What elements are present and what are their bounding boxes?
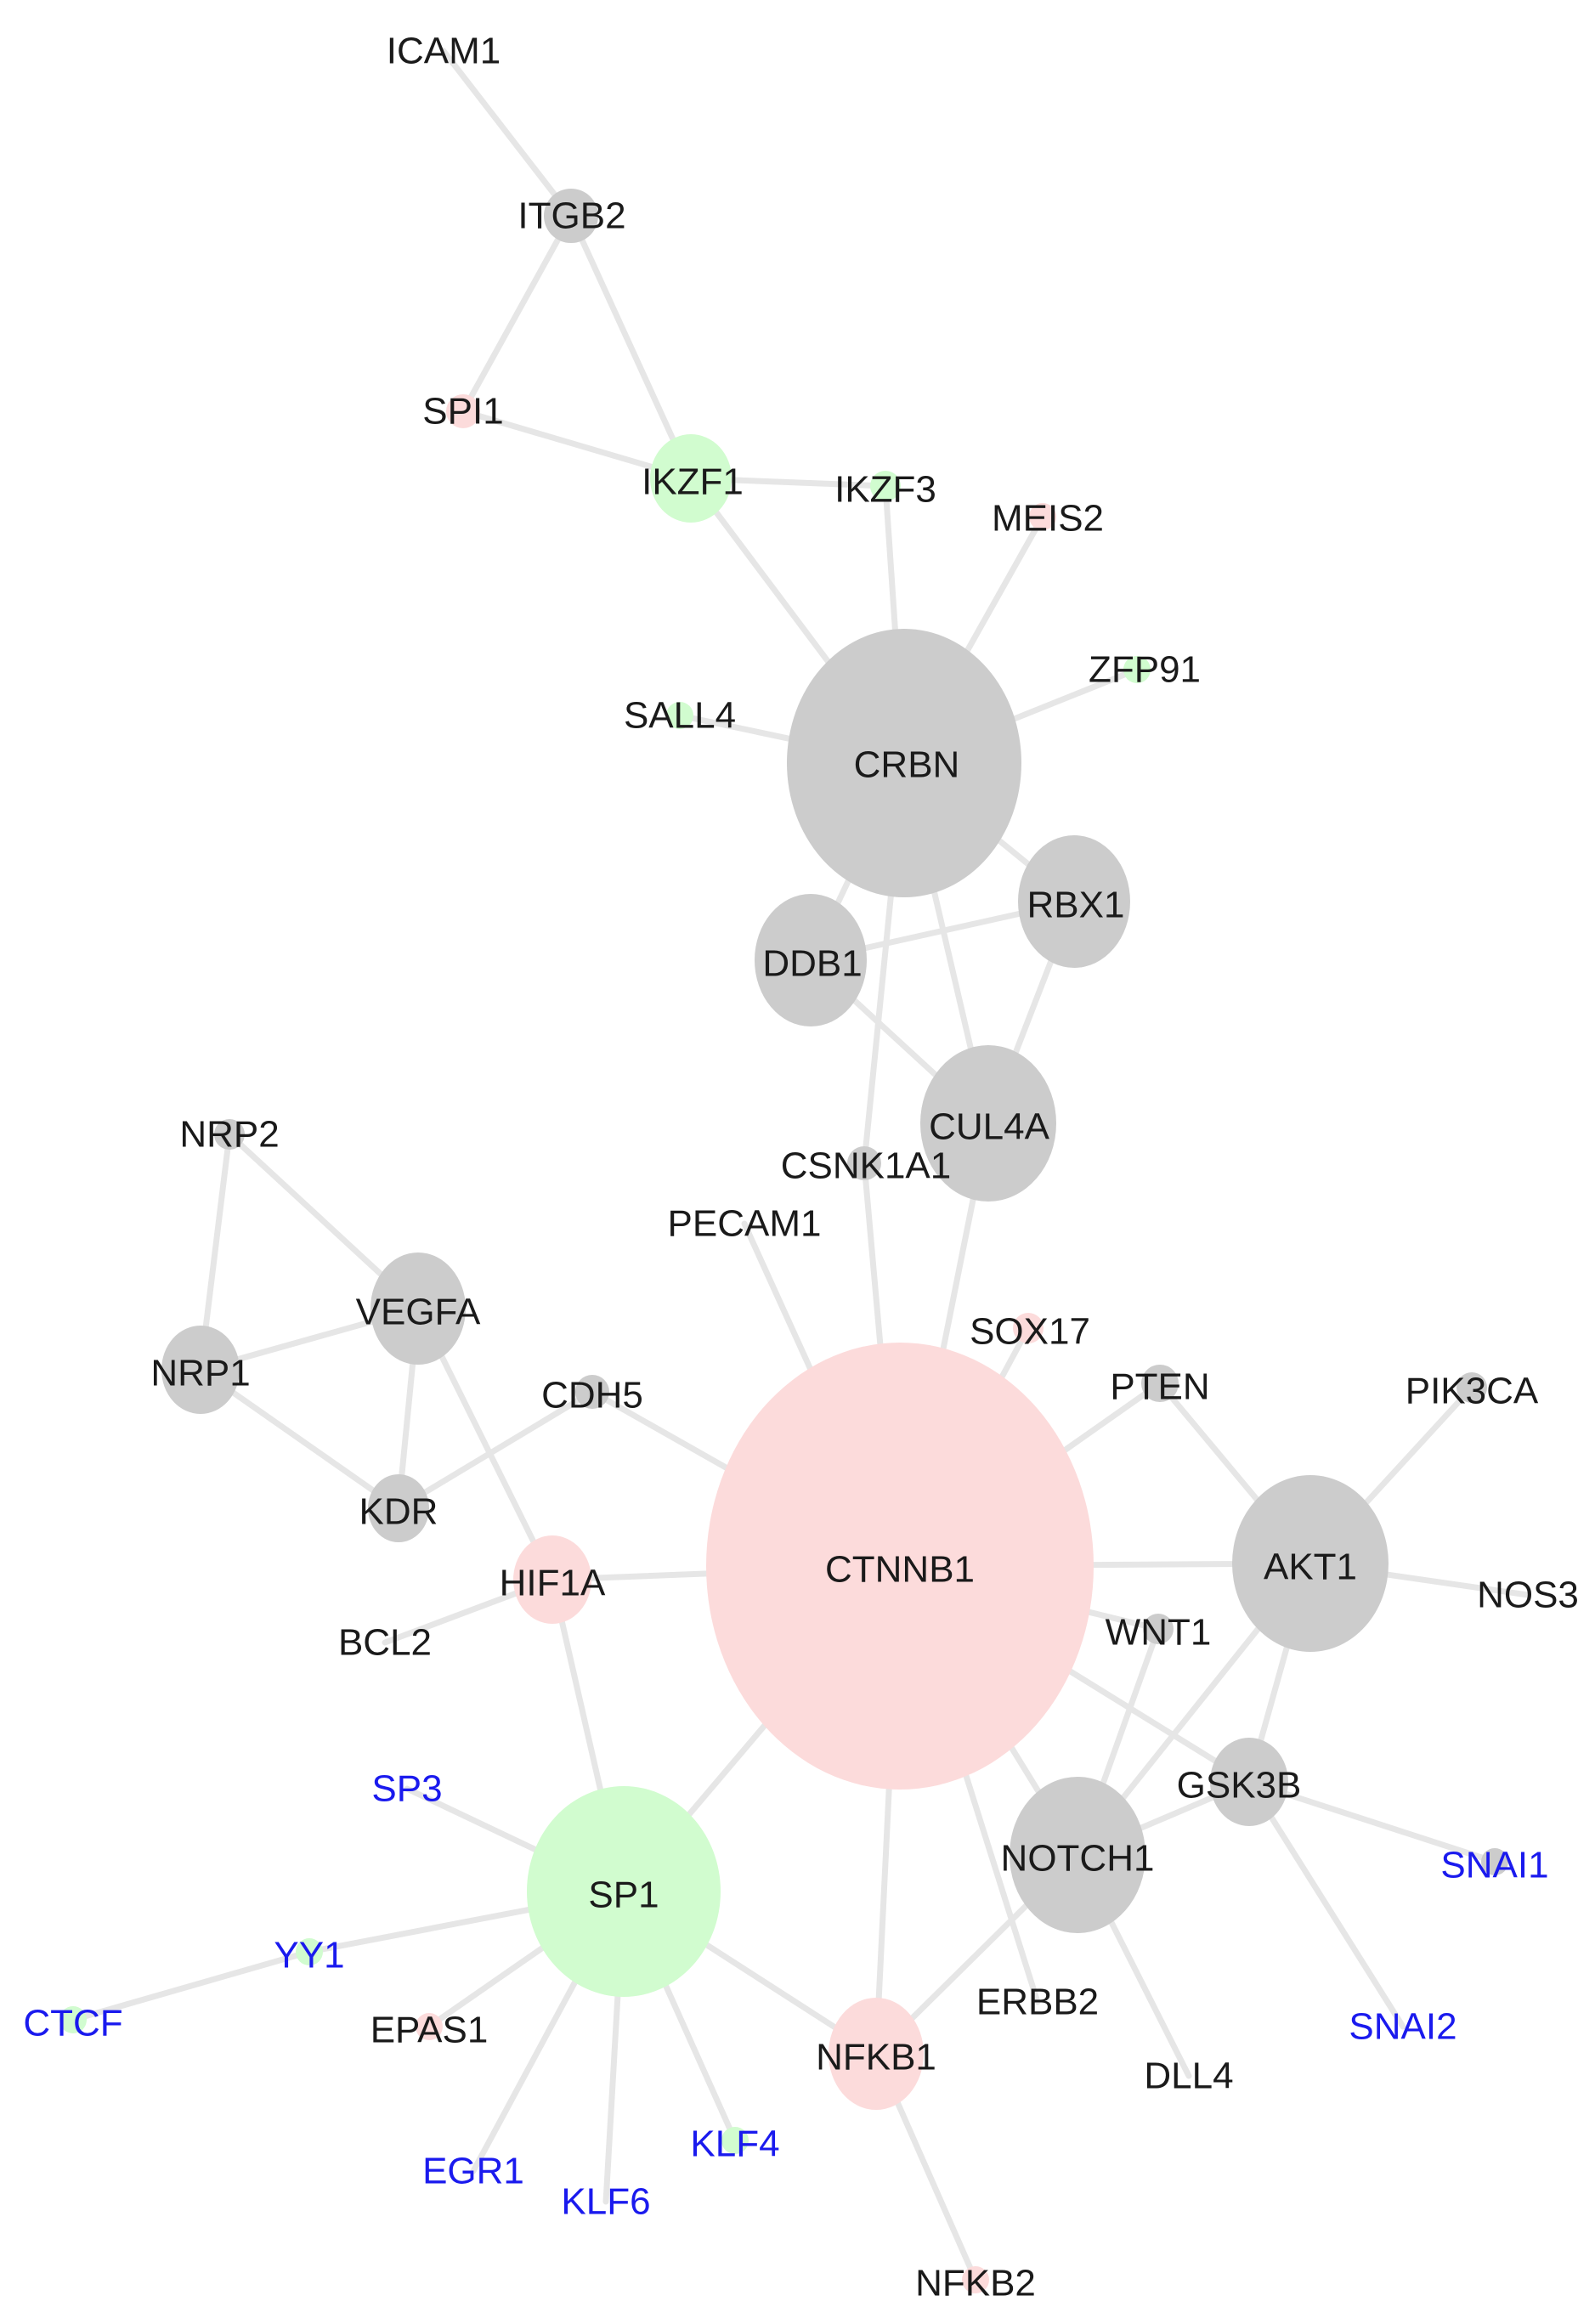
node-label-nrp1: NRP1 [150,1353,250,1394]
node-label-sp3: SP3 [371,1768,442,1810]
node-label-nos3: NOS3 [1477,1575,1579,1616]
node-cul4a[interactable] [920,1045,1056,1202]
node-label-nrp2: NRP2 [179,1114,279,1156]
node-label-ikzf1: IKZF1 [642,461,744,503]
node-label-nfkb2: NFKB2 [915,2263,1036,2304]
node-nfkb1[interactable] [829,1998,924,2110]
node-nrp2[interactable] [214,1119,245,1150]
node-cdh5[interactable] [575,1375,609,1409]
node-label-crbn: CRBN [854,744,960,786]
node-ctnnb1[interactable] [706,1343,1094,1790]
edge-gsk3b-snai1 [1246,1778,1498,1865]
node-label-gsk3b: GSK3B [1177,1765,1302,1807]
node-label-meis2: MEIS2 [992,498,1104,540]
node-label-pik3ca: PIK3CA [1406,1371,1539,1412]
node-crbn[interactable] [787,629,1021,897]
node-ddb1[interactable] [755,894,867,1026]
node-label-ikzf3: IKZF3 [834,469,936,511]
node-ctcf[interactable] [59,2006,87,2033]
node-label-akt1: AKT1 [1264,1547,1357,1588]
node-kdr[interactable] [368,1474,429,1542]
node-label-sall4: SALL4 [624,695,736,737]
node-label-hif1a: HIF1A [500,1563,606,1604]
edge-icam1-itgb2 [440,48,574,219]
node-ikzf1[interactable] [650,434,732,523]
node-sp1[interactable] [527,1786,721,1997]
node-label-wnt1: WNT1 [1106,1612,1212,1654]
node-nrp1[interactable] [161,1326,240,1414]
node-label-erbb2: ERBB2 [976,1982,1099,2023]
node-nfkb2[interactable] [962,2266,989,2293]
node-label-icam1: ICAM1 [387,31,501,72]
node-notch1[interactable] [1010,1777,1145,1933]
node-label-epas1: EPAS1 [370,2010,489,2051]
node-csnk1a1[interactable] [847,1146,881,1180]
node-label-zfp91: ZFP91 [1089,649,1201,691]
node-label-ctcf: CTCF [23,2003,122,2044]
node-label-dll4: DLL4 [1144,2055,1233,2097]
node-meis2[interactable] [1029,503,1056,530]
node-label-notch1: NOTCH1 [1001,1838,1155,1880]
node-label-yy1: YY1 [274,1935,344,1976]
node-label-klf6: KLF6 [561,2181,650,2223]
node-label-pecam1: PECAM1 [668,1203,822,1245]
edge-itgb2-ikzf1 [568,212,694,482]
node-rbx1[interactable] [1018,835,1130,968]
node-itgb2[interactable] [544,189,598,243]
node-label-csnk1a1: CSNK1A1 [781,1145,952,1187]
node-label-snai2: SNAI2 [1349,2006,1456,2048]
node-zfp91[interactable] [1123,656,1151,683]
edge-cdh5-kdr [395,1388,596,1512]
node-vegfa[interactable] [370,1252,466,1365]
node-label-cdh5: CDH5 [541,1375,643,1416]
node-yy1[interactable] [296,1938,323,1965]
edge-yy1-ctcf [70,1948,313,2023]
edge-gsk3b-snai2 [1246,1778,1406,2030]
node-label-sp1: SP1 [588,1874,659,1916]
node-label-kdr: KDR [359,1491,438,1533]
node-label-pten: PTEN [1110,1366,1209,1408]
node-snai1[interactable] [1481,1848,1508,1875]
node-label-bcl2: BCL2 [338,1622,432,1664]
node-label-ctnnb1: CTNNB1 [825,1549,975,1591]
node-layer [59,189,1508,2293]
node-epas1[interactable] [416,2013,443,2040]
node-label-spi1: SPI1 [422,391,503,433]
edge-itgb2-spi1 [460,212,574,415]
node-label-nfkb1: NFKB1 [816,2037,936,2078]
node-akt1[interactable] [1232,1475,1389,1652]
node-label-klf4: KLF4 [690,2123,779,2165]
node-klf4[interactable] [721,2127,749,2154]
node-sox17[interactable] [1013,1313,1044,1343]
node-wnt1[interactable] [1143,1614,1174,1644]
node-hif1a[interactable] [513,1535,591,1624]
node-spi1[interactable] [446,394,480,428]
node-label-cul4a: CUL4A [929,1106,1049,1148]
node-ikzf3[interactable] [870,471,901,501]
node-label-rbx1: RBX1 [1027,885,1125,926]
node-label-ddb1: DDB1 [762,943,862,985]
node-pik3ca[interactable] [1456,1372,1487,1403]
node-label-egr1: EGR1 [422,2151,524,2192]
node-label-snai1: SNAI1 [1440,1845,1548,1886]
node-sall4[interactable] [666,702,693,729]
node-label-sox17: SOX17 [970,1311,1090,1353]
node-label-itgb2: ITGB2 [518,195,625,237]
node-gsk3b[interactable] [1210,1738,1288,1826]
node-pten[interactable] [1141,1365,1179,1402]
node-label-vegfa: VEGFA [356,1292,481,1333]
